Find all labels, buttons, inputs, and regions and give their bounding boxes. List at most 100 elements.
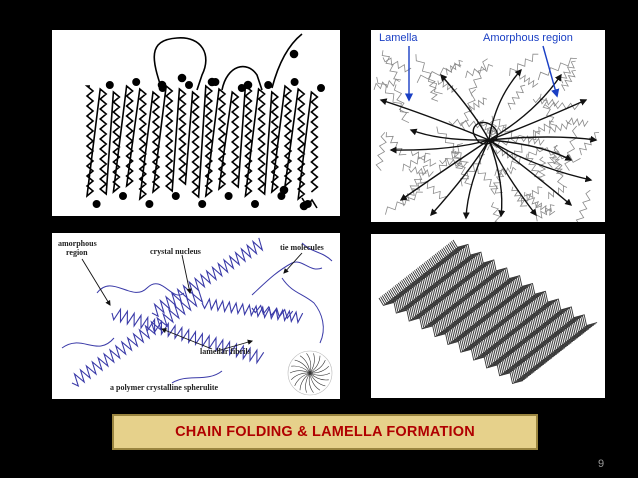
- folded-chain-row: [420, 264, 566, 352]
- folded-chain-row: [415, 268, 561, 356]
- folded-chain: [84, 33, 325, 211]
- folded-lamella: [375, 132, 387, 171]
- lamella-radial-figure: [373, 45, 600, 222]
- folded-chain-row: [423, 262, 569, 349]
- lamella-amorphous-diagram: Lamella Amorphous region: [371, 30, 605, 222]
- chain-atom: [198, 200, 207, 209]
- folded-chain-row: [389, 288, 535, 376]
- folded-chain-row: [439, 249, 585, 337]
- folded-lamella: [524, 191, 543, 209]
- tie-molecule: [281, 277, 324, 344]
- folded-lamella: [539, 93, 558, 126]
- folded-lamella: [468, 58, 488, 97]
- chain-atom: [92, 200, 101, 209]
- chain-atom: [264, 80, 273, 89]
- folded-lamella: [546, 145, 560, 168]
- folded-lamella: [548, 121, 572, 134]
- spherulite-branch: [308, 372, 314, 393]
- spherulite-branch: [291, 365, 311, 374]
- chain-atom: [132, 77, 141, 86]
- folded-lamella: [491, 115, 519, 139]
- folded-lamella: [373, 78, 400, 91]
- folded-chain-row: [431, 256, 577, 343]
- folded-chain-row: [409, 273, 554, 361]
- folded-chain-row: [401, 280, 546, 367]
- folded-lamella: [376, 76, 409, 114]
- folded-lamella: [535, 204, 555, 222]
- spherulite-outline: [287, 350, 333, 396]
- folded-lamella: [460, 89, 476, 131]
- folded-lamella: [579, 132, 600, 156]
- folded-chain-row: [393, 286, 538, 373]
- growth-arrows: [379, 68, 598, 220]
- growth-arrow: [389, 139, 490, 154]
- folded-lamella: [408, 166, 434, 178]
- folded-chain-row: [394, 285, 540, 372]
- fibril-lamella: [151, 237, 264, 318]
- folded-chain-row: [425, 261, 570, 348]
- folded-lamella: [477, 168, 503, 194]
- folded-chain-row: [410, 272, 556, 359]
- fibril-lamella: [111, 307, 265, 365]
- folded-chain-row: [451, 241, 596, 328]
- folded-chain-row: [444, 246, 590, 333]
- spherulite-diagram: amorphous region crystal nucleus tie mol…: [52, 233, 340, 399]
- growth-arrow: [409, 128, 490, 141]
- folded-chain-row: [417, 267, 562, 354]
- folded-lamella: [445, 59, 463, 76]
- spherulite-branch: [309, 372, 329, 381]
- tie-molecules-label: tie molecules: [280, 243, 324, 252]
- folded-chain-row: [385, 292, 530, 380]
- spherulite-branch: [299, 372, 311, 391]
- amorphous-arrow: [81, 258, 111, 306]
- chain-tail: [271, 33, 303, 89]
- spherulite-branch: [309, 372, 331, 376]
- folded-chain-row: [452, 239, 598, 327]
- folded-lamella: [465, 63, 494, 78]
- lamella-block-figure: [378, 239, 598, 385]
- spherulite-inset: [287, 350, 333, 396]
- spherulite-branch: [299, 355, 311, 374]
- tie-molecule: [96, 283, 185, 296]
- amorphous-pointer-arrow: [542, 45, 560, 98]
- amorphous-region-label-line1: amorphous: [58, 239, 97, 248]
- chain-atom: [171, 192, 180, 201]
- growth-arrow: [430, 139, 490, 217]
- folded-lamella: [402, 152, 431, 172]
- folded-chain-row: [426, 259, 572, 347]
- folded-chain-row: [405, 276, 551, 363]
- chain-atom: [224, 192, 233, 201]
- folded-lamella: [533, 120, 554, 138]
- page-number: 9: [598, 458, 605, 470]
- spherulite-branch: [305, 372, 311, 393]
- spherulite-branch: [309, 372, 321, 391]
- folded-lamella: [382, 57, 412, 73]
- growth-arrow: [488, 68, 522, 141]
- fibril-lamella: [201, 297, 304, 325]
- folded-lamella: [460, 154, 485, 187]
- folded-lamella: [553, 144, 565, 187]
- folded-chain-row: [436, 252, 582, 339]
- folded-chain-row: [438, 251, 583, 338]
- folded-chain-row: [428, 258, 574, 345]
- folded-chain-row: [380, 296, 525, 383]
- chain-loop: [221, 65, 263, 91]
- folded-chain-row: [391, 287, 537, 374]
- folded-lamella: [545, 101, 580, 111]
- folded-lamella: [454, 151, 473, 186]
- spherulite-branch: [309, 372, 326, 387]
- chain-atom: [185, 80, 194, 89]
- spherulite-caption-label: a polymer crystalline spherulite: [110, 383, 219, 392]
- chain-atom: [289, 49, 299, 59]
- folded-chain-row: [397, 282, 543, 369]
- folded-chain-row: [422, 263, 567, 351]
- growth-arrow: [488, 139, 573, 161]
- folded-lamella: [537, 156, 547, 182]
- lamella-label: Lamella: [379, 32, 418, 44]
- chain-backbone: [84, 84, 319, 201]
- fibril-lamella: [71, 289, 204, 388]
- chain-loop: [153, 37, 207, 91]
- folded-chain-row: [434, 253, 580, 340]
- fibril-lamella: [251, 304, 294, 320]
- folded-chain-row: [412, 271, 558, 358]
